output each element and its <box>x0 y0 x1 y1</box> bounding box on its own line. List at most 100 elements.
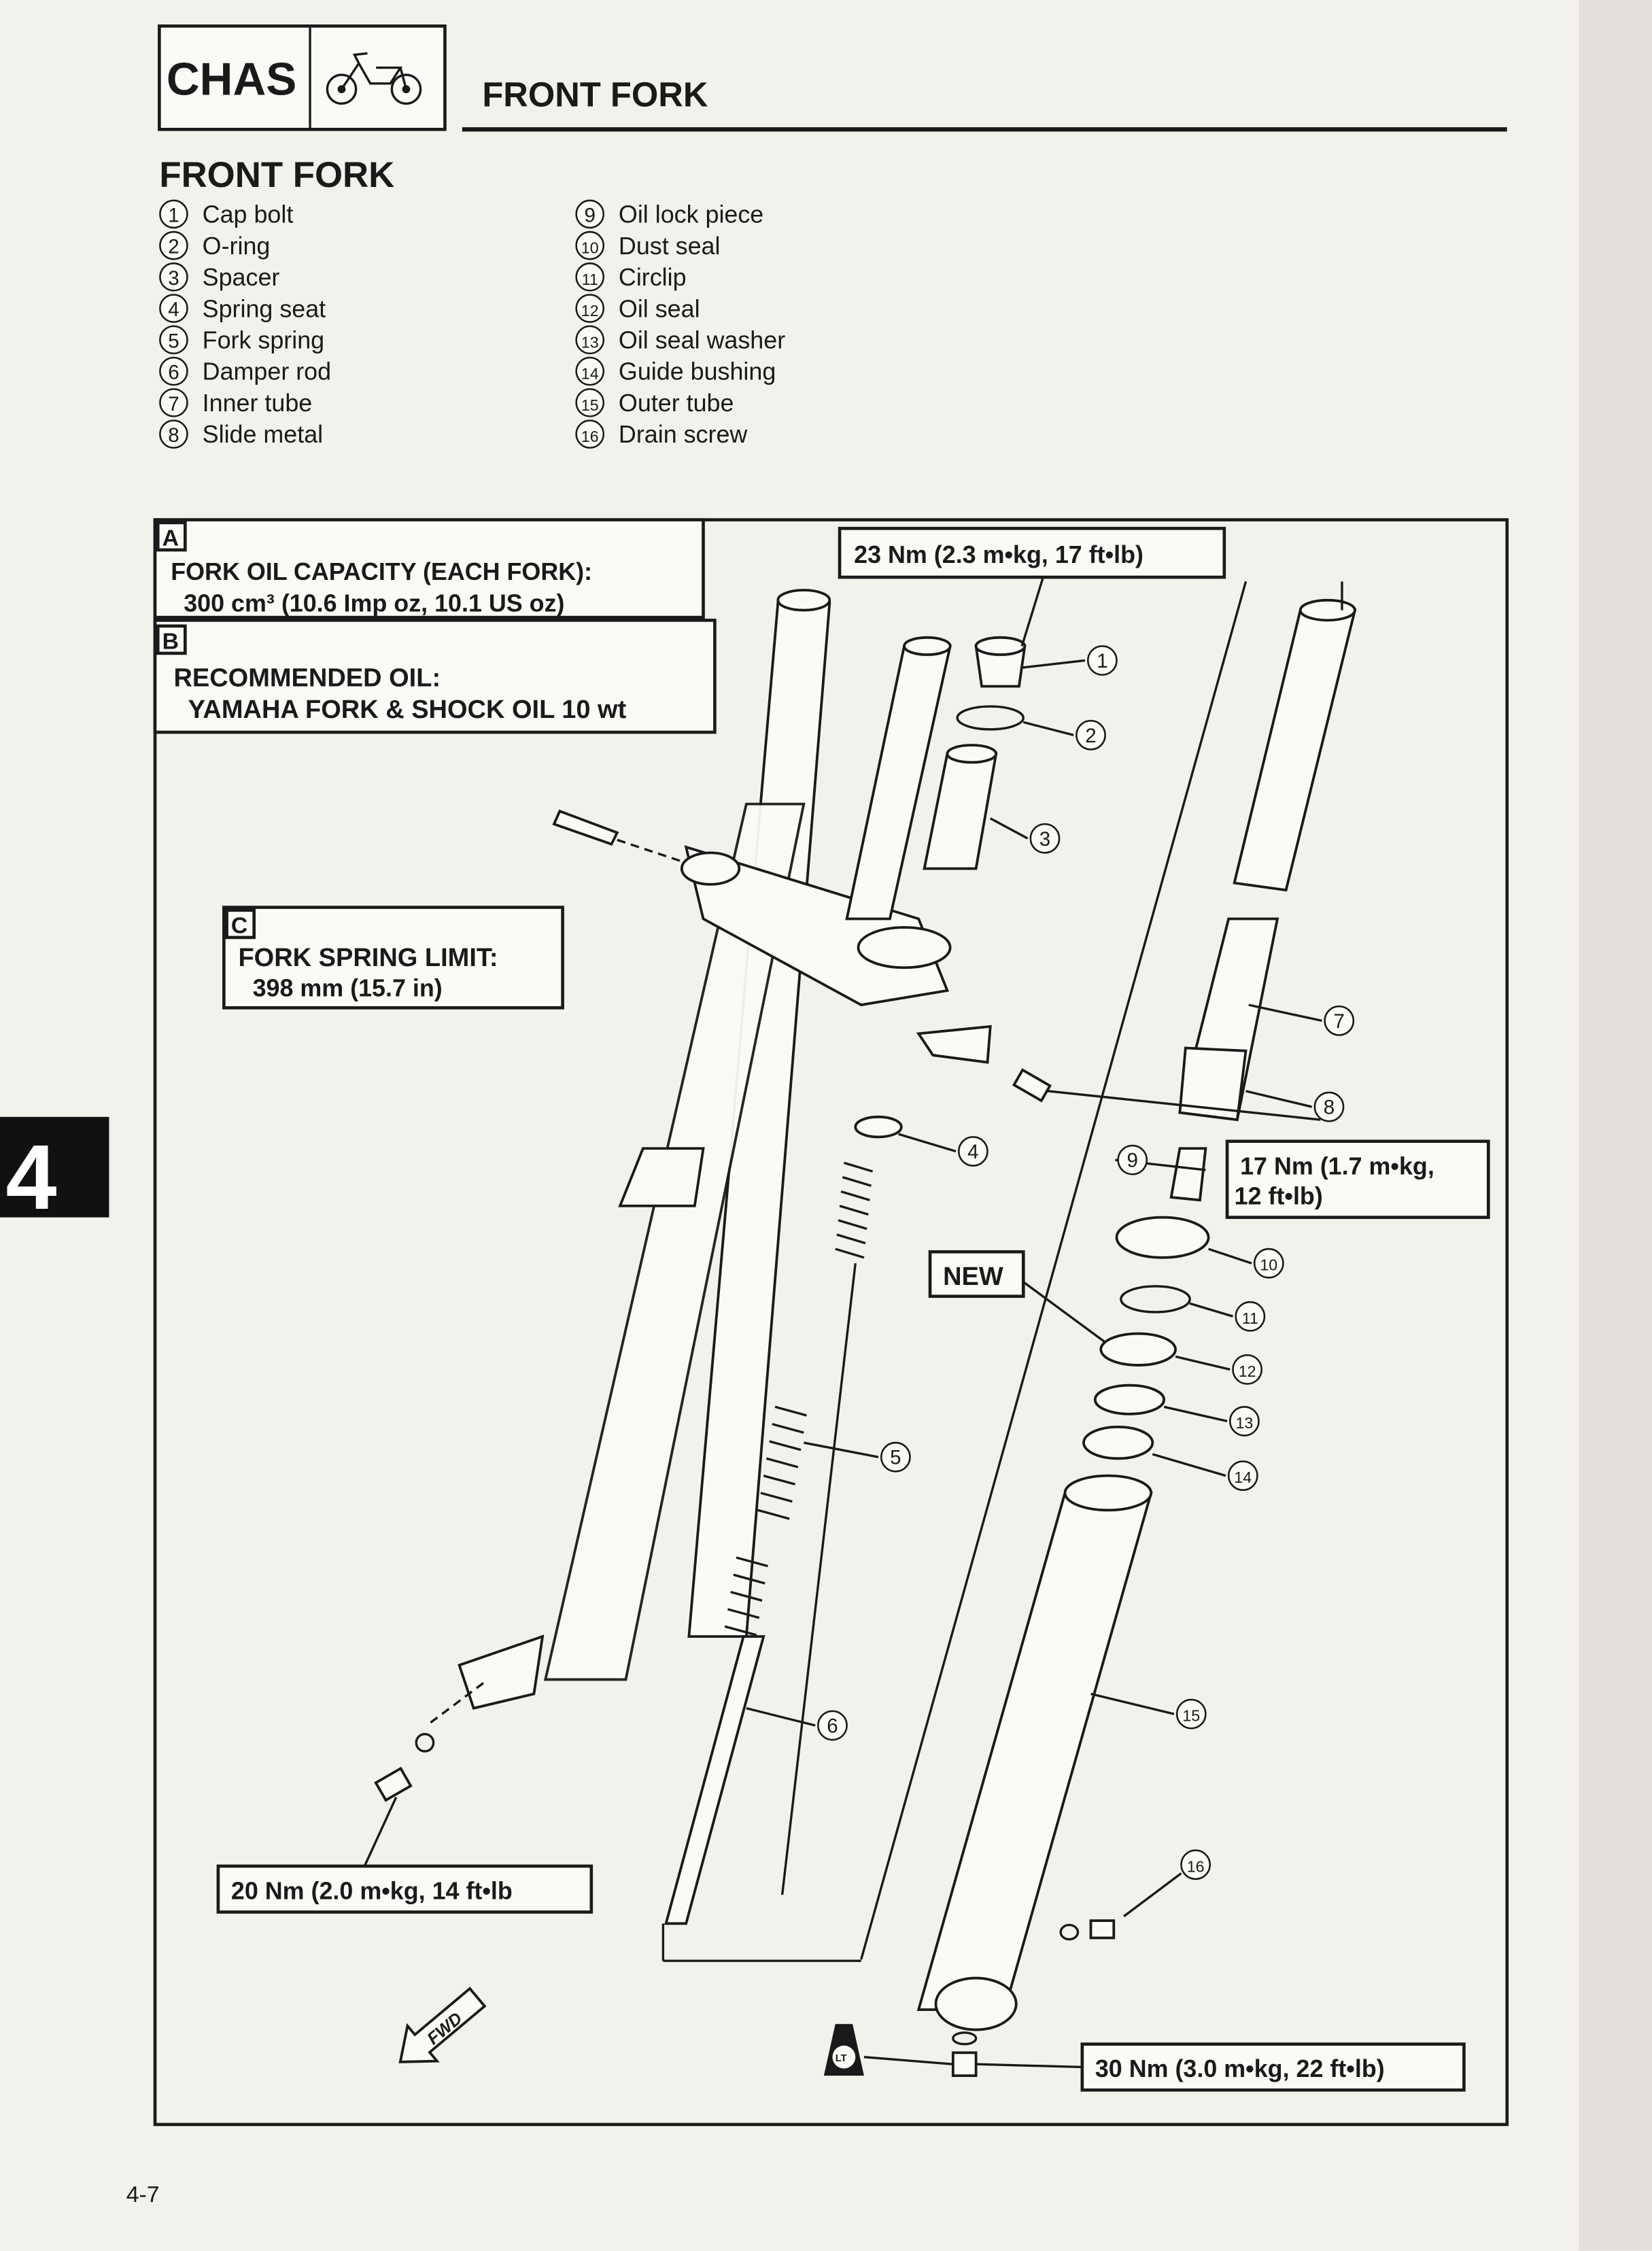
part-number-circle <box>159 356 188 386</box>
part-label: Guide bushing <box>619 358 776 385</box>
part-number-circle <box>575 294 605 323</box>
callout-1: 1 <box>1087 645 1118 676</box>
part-number-circle <box>159 262 188 292</box>
torque-bottom-bolt: 30 Nm (3.0 m•kg, 22 ft•lb) <box>1080 2042 1466 2092</box>
forward-arrow-icon: FWD <box>398 1987 487 2063</box>
part-number-circle <box>575 356 605 386</box>
callout-number: 14 <box>1234 1468 1252 1486</box>
lt-text: LT <box>836 2053 847 2064</box>
parts-list-item: 14 Guide bushing <box>575 356 776 386</box>
locking-agent-icon: LT <box>823 2024 864 2076</box>
part-number: 10 <box>581 239 599 257</box>
callout-number: 11 <box>1242 1309 1258 1327</box>
part-number-circle <box>159 388 188 417</box>
part-label: Slide metal <box>203 421 323 448</box>
page-title: FRONT FORK <box>482 75 708 114</box>
callout-4: 4 <box>958 1136 988 1167</box>
part-number-circle <box>159 230 188 260</box>
parts-list-item: 9 Oil lock piece <box>575 199 763 229</box>
parts-list-item: 16 Drain screw <box>575 419 747 449</box>
part-label: Circlip <box>619 264 687 291</box>
part-label: Oil lock piece <box>619 201 763 228</box>
part-number-circle <box>575 419 605 449</box>
part-label: O-ring <box>203 233 271 260</box>
part-number: 16 <box>581 428 599 445</box>
part-number: 14 <box>581 365 599 383</box>
callout-9: 9 <box>1117 1144 1148 1175</box>
torque-text: 30 Nm (3.0 m•kg, 22 ft•lb) <box>1095 2055 1385 2082</box>
part-number-circle <box>575 325 605 355</box>
part-label: Drain screw <box>619 421 747 448</box>
part-label: Outer tube <box>619 390 734 417</box>
part-number-circle <box>159 199 188 229</box>
callout-number: 16 <box>1187 1857 1205 1875</box>
torque-pinch-bolt: 20 Nm (2.0 m•kg, 14 ft•lb <box>216 1864 593 1914</box>
fork-exploded-diagram <box>363 571 1357 2078</box>
part-label: Oil seal washer <box>619 326 785 354</box>
callout-15: 15 <box>1175 1698 1207 1730</box>
callout-number: 2 <box>1085 725 1096 747</box>
note-text: 300 cm³ (10.6 Imp oz, 10.1 US oz) <box>184 590 564 617</box>
part-number: 4 <box>168 298 179 321</box>
callout-number: 8 <box>1324 1097 1335 1119</box>
part-label: Oil seal <box>619 295 700 322</box>
callout-7: 7 <box>1324 1006 1355 1036</box>
part-number: 9 <box>584 204 595 226</box>
torque-text: 12 ft•lb) <box>1235 1183 1323 1210</box>
parts-list-item: 5 Fork spring <box>159 325 324 355</box>
callout-2: 2 <box>1075 719 1106 751</box>
part-label: Spring seat <box>203 295 326 322</box>
chapter-number: 4 <box>5 1126 56 1228</box>
parts-list-item: 8 Slide metal <box>159 419 323 449</box>
torque-text: 23 Nm (2.3 m•kg, 17 ft•lb) <box>854 541 1143 568</box>
torque-bolt-17: 17 Nm (1.7 m•kg, 12 ft•lb) <box>1225 1139 1490 1219</box>
callout-5: 5 <box>880 1441 911 1473</box>
callout-6: 6 <box>817 1710 848 1741</box>
callout-12: 12 <box>1232 1354 1263 1385</box>
part-number-circle <box>575 262 605 292</box>
torque-text: 17 Nm (1.7 m•kg, <box>1240 1152 1434 1180</box>
part-number: 6 <box>168 362 179 384</box>
part-number-circle <box>575 199 605 229</box>
callout-8: 8 <box>1313 1091 1345 1122</box>
note-text: FORK SPRING LIMIT: <box>238 944 498 972</box>
note-text: RECOMMENDED OIL: <box>173 664 441 692</box>
part-number: 11 <box>582 271 598 288</box>
part-number: 5 <box>168 330 179 352</box>
note-b: B RECOMMENDED OIL: YAMAHA FORK & SHOCK O… <box>153 619 717 734</box>
callout-11: 11 <box>1235 1301 1266 1332</box>
section-header: CHAS FRONT FORK <box>158 24 1507 132</box>
callout-number: 15 <box>1182 1707 1200 1725</box>
section-label: CHAS <box>167 54 296 105</box>
callout-3: 3 <box>1029 823 1061 854</box>
new-part-label: NEW <box>928 1250 1025 1299</box>
part-number: 8 <box>168 424 179 447</box>
torque-cap-bolt: 23 Nm (2.3 m•kg, 17 ft•lb) <box>838 526 1226 579</box>
note-letter: A <box>162 526 179 551</box>
page-number: 4-7 <box>126 2182 160 2207</box>
callout-13: 13 <box>1229 1406 1260 1437</box>
note-text: FORK OIL CAPACITY (EACH FORK): <box>171 558 592 585</box>
part-label: Fork spring <box>203 326 324 354</box>
torque-text: 20 Nm (2.0 m•kg, 14 ft•lb <box>231 1877 513 1904</box>
callout-number: 5 <box>890 1447 901 1469</box>
parts-list-item: 11 Circlip <box>575 262 687 292</box>
part-number-circle <box>159 294 188 323</box>
callout-number: 9 <box>1127 1150 1138 1172</box>
part-label: Dust seal <box>619 233 721 260</box>
note-letter: C <box>231 913 247 939</box>
part-label: Spacer <box>203 264 280 291</box>
binding-shadow <box>1579 0 1652 2251</box>
callout-number: 1 <box>1097 650 1107 672</box>
diagram-frame <box>153 518 1509 2127</box>
parts-list-item: 4 Spring seat <box>159 294 326 323</box>
callout-10: 10 <box>1253 1248 1284 1279</box>
part-label: Inner tube <box>203 390 313 417</box>
